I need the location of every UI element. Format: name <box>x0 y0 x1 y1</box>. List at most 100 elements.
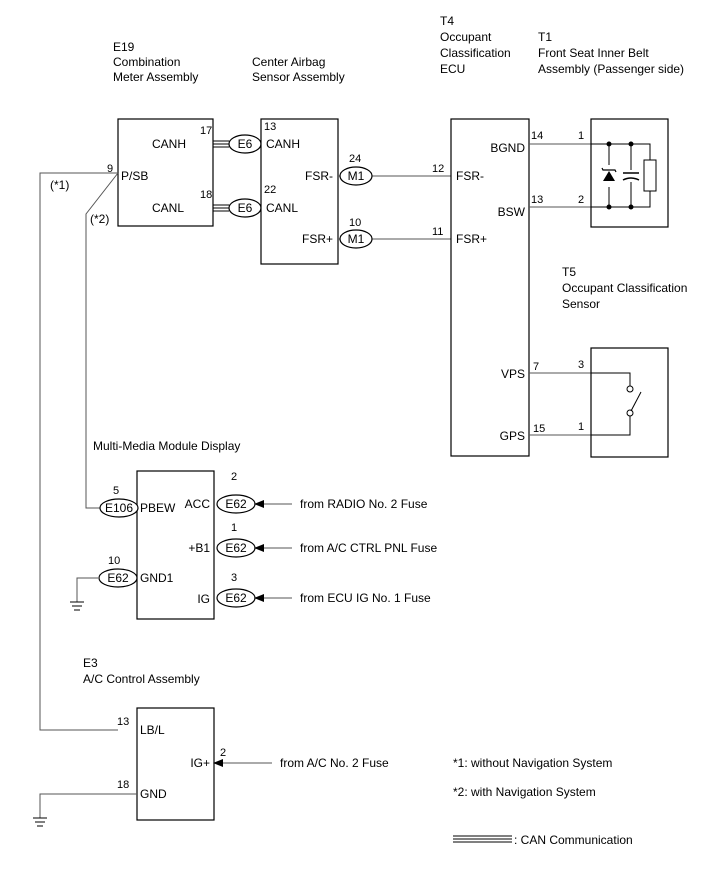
zener-diode-icon <box>601 165 617 187</box>
t4-pinnum-bgnd: 14 <box>531 130 543 142</box>
airbag-pin-fsr-minus: FSR- <box>305 169 333 183</box>
ground-icon-e3 <box>33 817 47 827</box>
mmd-pin-acc: ACC <box>185 497 211 511</box>
airbag-name-line2: Sensor Assembly <box>252 70 345 84</box>
connector-e6-canl-label: E6 <box>238 201 253 215</box>
e19-pin-psb: P/SB <box>121 169 148 183</box>
branch-mark-1: (*1) <box>50 178 69 192</box>
mmd-name: Multi-Media Module Display <box>93 439 240 453</box>
t1-internal-circuit <box>591 141 657 210</box>
connector-e62-b1-label: E62 <box>225 541 247 555</box>
t4-pin-vps: VPS <box>501 367 525 381</box>
t1-pinnum-1: 1 <box>578 130 584 142</box>
e3-box <box>136 707 215 821</box>
note-can-communication: : CAN Communication <box>514 833 633 847</box>
t4-pin-bsw: BSW <box>498 205 526 219</box>
airbag-box <box>260 118 339 265</box>
multi-media-module-display: Multi-Media Module Display PBEW GND1 ACC… <box>93 439 240 620</box>
t4-pinnum-bsw: 13 <box>531 194 543 206</box>
can-lines <box>213 140 261 212</box>
connector-m1-fsr-plus-label: M1 <box>348 232 365 246</box>
t5-name-line1: Occupant Classification <box>562 281 687 295</box>
airbag-pin-canh: CANH <box>266 137 300 151</box>
t4-pin-gps: GPS <box>500 429 525 443</box>
e3-pin-ig: IG+ <box>190 756 210 770</box>
e19-pin-canh: CANH <box>152 137 186 151</box>
mmd-pinnum-b1: 1 <box>231 522 237 534</box>
t5-name-line2: Sensor <box>562 297 600 311</box>
mmd-pin-ig: IG <box>197 592 210 606</box>
psb-wires <box>39 172 119 731</box>
ground-icon <box>70 601 84 611</box>
mmd-pin-pbew: PBEW <box>140 501 176 515</box>
mmd-pinnum-ig: 3 <box>231 572 237 584</box>
t5-box <box>590 347 669 458</box>
connector-m1-fsr-plus <box>339 229 373 249</box>
mmd-pin-b1: +B1 <box>188 541 210 555</box>
note-with-navigation: *2: with Navigation System <box>453 785 596 799</box>
mmd-pin-gnd1: GND1 <box>140 571 174 585</box>
t4-name-line3: ECU <box>440 62 465 76</box>
feed-ac-no2: from A/C No. 2 Fuse <box>280 756 389 770</box>
e3-pinnum-lbl: 13 <box>117 716 129 728</box>
connector-e106-label: E106 <box>105 501 133 515</box>
t4-pinnum-gps: 15 <box>533 423 545 435</box>
airbag-pin-canl: CANL <box>266 201 298 215</box>
e19-code: E19 <box>113 40 135 54</box>
connector-e62-acc-label: E62 <box>225 497 247 511</box>
e3-pin-lbl: LB/L <box>140 723 165 737</box>
combination-meter-e19: E19 Combination Meter Assembly CANH CANL… <box>107 40 214 227</box>
e19-name-line1: Combination <box>113 55 180 69</box>
connector-e106 <box>99 498 139 518</box>
connector-m1-fsr-minus-label: M1 <box>348 169 365 183</box>
mmd-pinnum-acc: 2 <box>231 471 237 483</box>
connector-e62-ig-label: E62 <box>225 591 247 605</box>
e19-pinnum-canl: 18 <box>200 189 212 201</box>
mmd-pinnum-pbew: 5 <box>113 485 119 497</box>
airbag-pinnum-canh: 13 <box>264 121 276 133</box>
e3-pin-gnd: GND <box>140 787 167 801</box>
capacitor-icon <box>622 170 640 182</box>
airbag-pinnum-canl: 22 <box>264 184 276 196</box>
t4-code: T4 <box>440 14 454 28</box>
e3-code: E3 <box>83 656 98 670</box>
t5-pinnum-3: 3 <box>578 359 584 371</box>
switch-icon <box>591 372 642 436</box>
connector-m1-fsr-minus <box>339 166 373 186</box>
airbag-pinnum-fsr-minus: 24 <box>349 153 361 165</box>
t4-name-line1: Occupant <box>440 30 492 44</box>
connector-e62-gnd1 <box>98 568 138 588</box>
e19-pin-canl: CANL <box>152 201 184 215</box>
airbag-pinnum-fsr-plus: 10 <box>349 217 361 229</box>
occupant-classification-sensor-t5: T5 Occupant Classification Sensor 3 1 <box>562 265 687 458</box>
mmd-box <box>136 470 215 620</box>
note-without-navigation: *1: without Navigation System <box>453 756 612 770</box>
occupant-classification-ecu-t4: T4 Occupant Classification ECU FSR- FSR+… <box>432 14 545 457</box>
t4-pinnum-fsr-minus: 12 <box>432 163 444 175</box>
e3-pinnum-ig: 2 <box>220 747 226 759</box>
ac-control-assembly-e3: E3 A/C Control Assembly LB/L GND IG+ 13 … <box>83 656 226 821</box>
t4-box <box>450 118 530 457</box>
feed-ecu-ig: from ECU IG No. 1 Fuse <box>300 591 431 605</box>
t1-pinnum-2: 2 <box>578 194 584 206</box>
t4-pinnum-fsr-plus: 11 <box>432 226 443 238</box>
t1-code: T1 <box>538 30 552 44</box>
airbag-pin-fsr-plus: FSR+ <box>302 232 333 246</box>
connector-e62-gnd1-label: E62 <box>107 571 129 585</box>
e3-pinnum-gnd: 18 <box>117 779 129 791</box>
t4-pin-bgnd: BGND <box>490 141 525 155</box>
e19-name-line2: Meter Assembly <box>113 70 198 84</box>
e19-box <box>117 118 214 227</box>
e3-name: A/C Control Assembly <box>83 672 200 686</box>
front-seat-inner-belt-t1: T1 Front Seat Inner Belt Assembly (Passe… <box>538 30 684 228</box>
t5-pinnum-1: 1 <box>578 421 584 433</box>
t1-name-line1: Front Seat Inner Belt <box>538 46 649 60</box>
t4-name-line2: Classification <box>440 46 511 60</box>
t4-pin-fsr-plus: FSR+ <box>456 232 487 246</box>
e19-pinnum-canh: 17 <box>200 125 212 137</box>
t1-name-line2: Assembly (Passenger side) <box>538 62 684 76</box>
branch-mark-2: (*2) <box>90 212 109 226</box>
t4-pin-fsr-minus: FSR- <box>456 169 484 183</box>
connector-e6-canh-label: E6 <box>238 137 253 151</box>
e19-pinnum-psb: 9 <box>107 163 113 175</box>
